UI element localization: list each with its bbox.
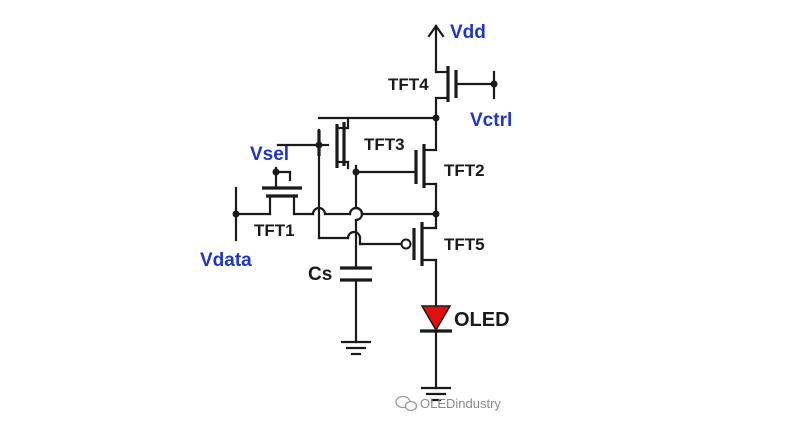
ground-symbol xyxy=(340,340,372,356)
tft2-transistor xyxy=(354,144,438,216)
wire xyxy=(317,143,362,240)
cs-label: Cs xyxy=(308,264,332,285)
vdd-label: Vdd xyxy=(450,22,486,43)
vdata-label: Vdata xyxy=(200,250,252,271)
ground-symbol xyxy=(420,386,452,402)
watermark-text: OLEDindustry xyxy=(420,396,501,411)
tft5-gate-wire xyxy=(358,236,403,246)
tft5-label: TFT5 xyxy=(444,235,485,254)
vctrl-terminal xyxy=(490,70,498,100)
vsel-label: Vsel xyxy=(250,144,289,165)
vdd-supply-arrow xyxy=(427,24,445,74)
vdata-terminal xyxy=(232,186,272,242)
watermark: OLEDindustry xyxy=(395,395,501,412)
tft3-label: TFT3 xyxy=(364,135,405,154)
oled-diode xyxy=(420,305,452,390)
storage-capacitor xyxy=(340,266,372,344)
vsel-terminal xyxy=(272,166,292,190)
tft1-transistor xyxy=(262,186,302,216)
tft4-transistor xyxy=(434,66,496,120)
wire xyxy=(354,170,364,270)
tft3-transistor xyxy=(317,116,350,170)
tft1-label: TFT1 xyxy=(254,221,295,240)
oled-label: OLED xyxy=(454,309,510,331)
wechat-icon xyxy=(395,395,418,412)
data-bus-wire xyxy=(292,206,438,216)
vctrl-label: Vctrl xyxy=(470,110,512,131)
tft4-label: TFT4 xyxy=(388,75,429,94)
tft2-label: TFT2 xyxy=(444,161,485,180)
tft5-transistor xyxy=(400,212,438,308)
